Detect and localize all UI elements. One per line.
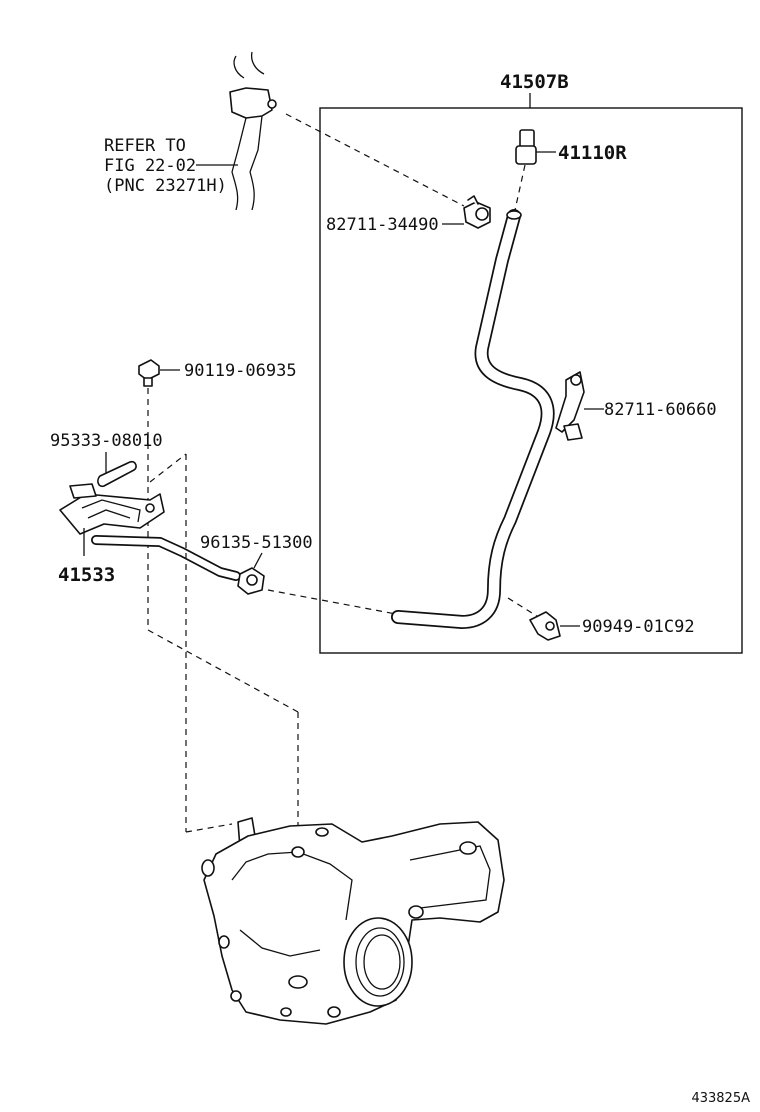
refer-note-line2: FIG 22-02	[104, 156, 196, 176]
breather-hose	[391, 209, 555, 629]
clamp-82711-34490: 82711-34490	[285, 113, 491, 235]
assembly-box	[319, 107, 743, 654]
refer-note-line1: REFER TO	[104, 136, 186, 156]
clip-90949-01C92: 90949-01C92	[507, 597, 695, 641]
label-95333-08010: 95333-08010	[50, 431, 163, 451]
clamp-96135-51300: 96135-51300	[200, 533, 397, 615]
label-82711-60660: 82711-60660	[604, 400, 717, 420]
label-90119-06935: 90119-06935	[184, 361, 297, 381]
illustration-id: 433825A	[691, 1091, 750, 1106]
refer-note-line3: (PNC 23271H)	[104, 176, 227, 196]
label-41533: 41533	[58, 564, 115, 586]
label-41507B: 41507B	[500, 71, 569, 93]
clamp-82711-60660: 82711-60660	[555, 371, 717, 441]
installation-leaders	[147, 629, 299, 850]
label-90949-01C92: 90949-01C92	[582, 617, 695, 637]
tube-41533: 41533	[58, 453, 241, 833]
label-96135-51300: 96135-51300	[200, 533, 313, 553]
reference-hose	[229, 51, 277, 211]
cap-95333-08010: 95333-08010	[50, 431, 163, 488]
bolt-90119-06935: 90119-06935	[138, 359, 297, 630]
assembly-group: 41507B	[319, 71, 743, 654]
label-82711-34490: 82711-34490	[326, 215, 439, 235]
refer-note: REFER TO FIG 22-02 (PNC 23271H)	[104, 136, 238, 196]
plug-41110R: 41110R	[514, 129, 627, 211]
transfer-housing	[201, 817, 505, 1025]
label-41110R: 41110R	[558, 142, 627, 164]
